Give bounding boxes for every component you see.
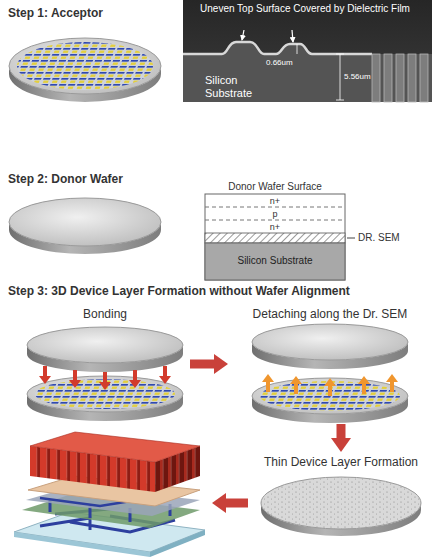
sem-micrograph-part [336,54,344,55]
layer-cross-section [205,194,355,280]
acceptor-wafer-part [9,38,161,94]
step-label: Detaching along the Dr. SEM [253,307,408,322]
layer-label: n+ [205,222,345,233]
layer-cross-section-part [205,220,345,221]
3d-device-stack-part [150,530,205,557]
detaching-wafers-part [262,374,274,392]
detaching-wafers-part [290,376,302,394]
sem-micrograph [183,0,432,102]
sem-micrograph-part [242,30,244,40]
acceptor-wafer [9,38,161,102]
layer-cross-section-part [205,207,345,208]
3d-device-stack [14,432,205,557]
sem-micrograph-part [183,42,372,54]
detaching-wafers-part [324,378,336,396]
detaching-wafers-part [386,374,398,392]
acceptor-wafer-part [17,42,153,90]
process-arrow [190,360,214,369]
bonding-wafers-part [27,327,183,363]
thin-device-wafer-part [261,477,421,529]
layer-label: n+ [205,196,345,207]
layer-cross-section-part [205,243,345,280]
dimension-label: 5.56um [344,72,384,82]
connector-group [190,364,341,438]
donor-wafer [9,198,161,254]
step-panel: Thin Device Layer Formation [250,452,432,552]
return-arrow [212,493,248,513]
step-panel: Bonding [20,304,190,424]
region-label: Silicon Substrate [205,74,267,100]
bonding-wafers-part [69,370,81,388]
bonding-wafers-part [159,366,171,384]
sem-micrograph-part [292,30,293,42]
sem-micrograph-part [336,100,344,101]
bonding-wafers-part [99,372,111,390]
bonding-wafers-part [39,366,51,384]
sem-micrograph-part [372,54,380,102]
step-heading: Step 3: 3D Device Layer Formation withou… [8,284,432,298]
step-label: Thin Device Layer Formation [264,455,418,470]
detaching-wafers-part [358,376,370,394]
sem-micrograph-part [384,54,392,102]
sem-micrograph-part [340,54,341,100]
3d-device-stack-part [14,532,150,557]
detaching-wafers-part [252,378,408,414]
return-arrow-part [212,493,226,513]
layer-cross-section-part [205,194,345,280]
sem-micrograph-part [408,54,416,102]
return-arrow-part [226,499,248,508]
sem-micrograph-part [420,54,428,102]
detaching-wafers [252,324,408,423]
annotation-text: Uneven Top Surface Covered by Dielectric… [200,3,410,15]
sem-micrograph-part [183,42,432,102]
3d-device-stack-part [30,432,200,462]
layer-cross-section-part [347,238,355,239]
layer-callout: DR. SEM [358,232,428,244]
donor-wafer-part [9,198,161,246]
dimension-label: 0.66um [266,58,296,68]
thin-device-wafer [261,477,421,536]
sem-micrograph-part [183,0,432,102]
detaching-wafers-part [252,324,408,360]
layer-cross-section-part [205,233,345,243]
region-label: Silicon Substrate [205,255,345,267]
process-arrow [337,424,346,438]
step-label: Bonding [83,307,127,322]
bonding-wafers-part [129,370,141,388]
bonding-wafers [27,327,183,421]
step-panel: Detaching along the Dr. SEM [228,304,432,424]
layer-label: p [205,209,345,220]
sem-micrograph-part [396,54,404,102]
surface-label: Donor Wafer Surface [205,180,345,193]
sem-micrograph-part [297,44,298,54]
